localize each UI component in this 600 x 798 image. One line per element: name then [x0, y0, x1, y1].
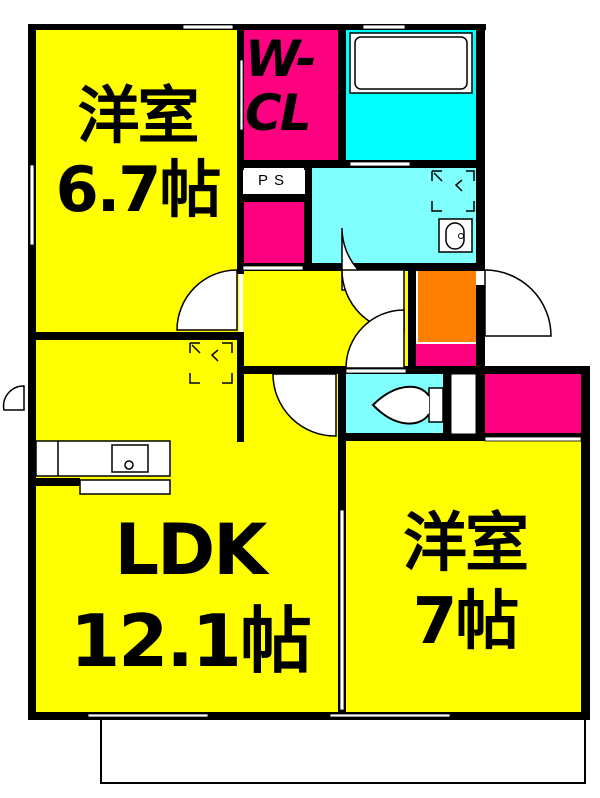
room-name: 洋室: [77, 79, 199, 152]
wic-line-1: W-: [245, 30, 317, 88]
ps-label: PS: [243, 170, 305, 194]
room-name: 洋室: [403, 507, 529, 581]
door-ldk: [272, 373, 337, 437]
toilet-icon: [371, 385, 444, 425]
balcony: [100, 718, 586, 784]
closet-room-2: [485, 373, 581, 435]
door-entrance-side: [2, 385, 25, 411]
room-size: 6.7帖: [55, 153, 222, 226]
storage-pink-small: [413, 344, 476, 368]
room-size: 12.1帖: [70, 599, 312, 683]
door-hall: [345, 309, 405, 369]
room-label-ldk: LDK 12.1帖: [55, 515, 325, 677]
western-room-2: [346, 440, 581, 713]
ps-closet: [243, 202, 305, 264]
room-name: LDK: [114, 509, 268, 591]
door-storage: [484, 269, 552, 337]
room-label-wic: W- CL: [245, 34, 340, 138]
washer-space-icon: [431, 170, 475, 212]
room-label-western-2: 洋室 7帖: [355, 512, 575, 654]
room-size: 7帖: [412, 585, 520, 659]
walk-in-closet: [243, 29, 342, 162]
kitchen-counter-icon: [35, 440, 171, 495]
door-western-room-1: [176, 269, 238, 331]
storage-orange: [418, 270, 476, 342]
room-label-western-1: 洋室 6.7帖: [40, 85, 235, 221]
fridge-space-icon: [189, 342, 233, 384]
washbasin-icon: [438, 218, 473, 253]
wic-line-2: CL: [245, 84, 312, 142]
